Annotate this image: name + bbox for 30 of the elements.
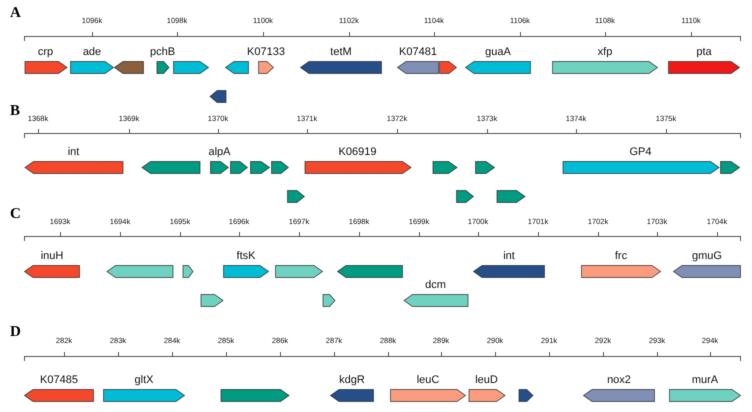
gene-label: K07485 xyxy=(40,374,78,386)
gene-label: int xyxy=(503,250,515,262)
gene-label: nox2 xyxy=(607,374,631,386)
gene-label: murA xyxy=(692,374,718,386)
gene-label: leuD xyxy=(475,374,498,386)
gene-label: GP4 xyxy=(629,146,652,158)
panel-letter: B xyxy=(10,103,20,120)
gene-label: gmuG xyxy=(692,250,722,262)
gene-label: pta xyxy=(696,46,712,58)
gene-label: ade xyxy=(82,46,102,58)
gene-label: dcm xyxy=(425,278,446,292)
gene-label: crp xyxy=(38,46,54,58)
gene-label: kdgR xyxy=(339,374,365,386)
gene-label: pchB xyxy=(150,46,176,58)
gene-label: frc xyxy=(614,250,628,262)
gene-label: xfp xyxy=(598,46,612,58)
panel-letter: A xyxy=(10,5,21,22)
gene-label: K06919 xyxy=(338,146,376,158)
gene-label: K07481 xyxy=(399,46,437,58)
gene-label: alpA xyxy=(208,146,231,158)
panel-letter: C xyxy=(10,206,21,223)
gene-label: ftsK xyxy=(236,250,256,262)
gene-label: leuC xyxy=(416,374,440,386)
gene-label: guaA xyxy=(485,46,511,58)
gene-label: int xyxy=(68,146,80,158)
panel-letter: D xyxy=(10,324,21,341)
gene-label: tetM xyxy=(330,46,352,58)
gene-label: inuH xyxy=(40,250,64,262)
gene-label: K07133 xyxy=(247,46,285,58)
gene-label: gltX xyxy=(134,374,154,386)
